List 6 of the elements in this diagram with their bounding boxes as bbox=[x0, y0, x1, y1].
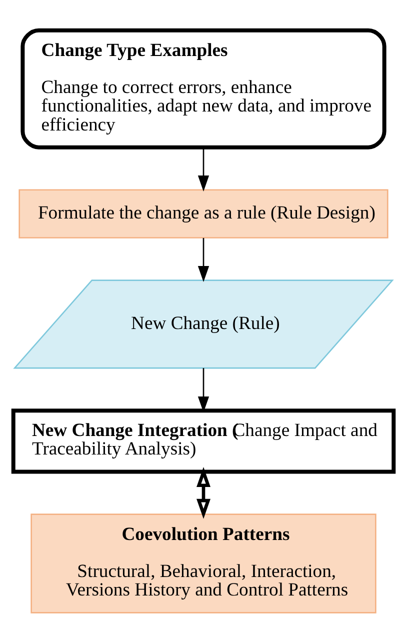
node-box: Change Type Examples Change to correct errors, enhance functionalities, adapt new data, and improve efficiency bbox=[20, 28, 386, 150]
node-box: Formulate the change as a rule (Rule Design) bbox=[18, 189, 388, 238]
arrow bbox=[198, 147, 210, 192]
arrow bbox=[198, 238, 210, 282]
arrow bbox=[196, 467, 210, 519]
node-box: Coevolution Patterns Structural, Behavioral, Interaction, Versions History and Control Patterns bbox=[30, 514, 376, 614]
